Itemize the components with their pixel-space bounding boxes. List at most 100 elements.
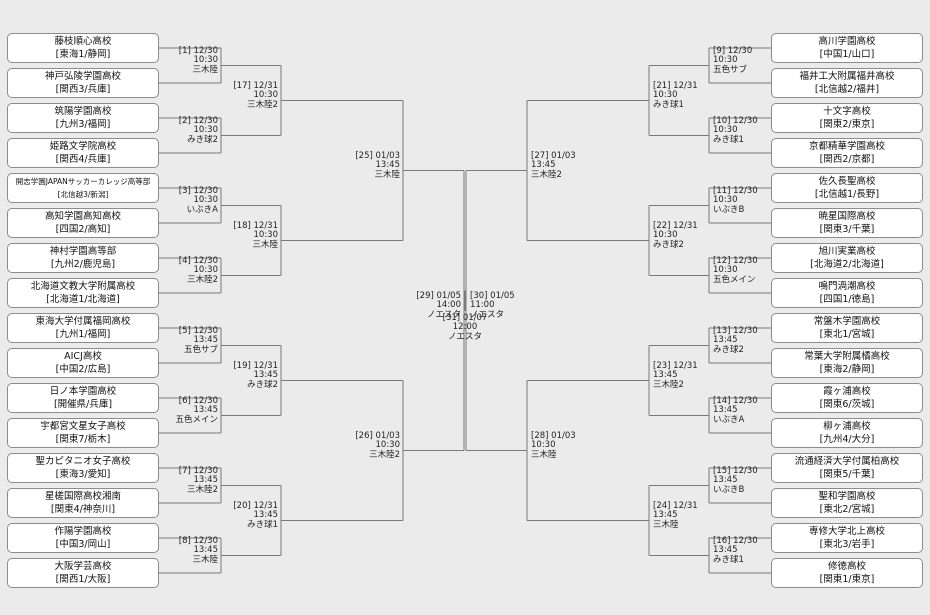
match-date: 12/31 — [253, 500, 279, 511]
team-region: [関東2/東京] — [819, 119, 875, 130]
team-name: 暁星国際高校 — [818, 211, 876, 222]
match-time: 13:45 — [193, 475, 219, 485]
team-name: 高知学園高知高校 — [44, 211, 121, 222]
match-time: 10:30 — [193, 265, 219, 275]
match-venue: 三木陸2 — [531, 169, 562, 180]
match-number-date: [5] 12/30 — [158, 325, 219, 337]
team-box: 専修大学北上高校[東北3/岩手] — [771, 523, 923, 553]
match-venue: 五色サブ — [713, 64, 748, 75]
match-number: [10] — [713, 115, 731, 126]
match-time: 10:30 — [253, 230, 279, 240]
match-time: 14:00 — [436, 300, 462, 310]
match-date: 01/03 — [551, 150, 576, 161]
team-box: 神村学園高等部[九州2/鹿児島] — [7, 243, 159, 273]
match-venue: 三木陸2 — [653, 379, 684, 390]
match-number-date: [24] 12/31 — [653, 501, 713, 512]
match-date: 12/31 — [253, 360, 279, 371]
match-venue: みき球1 — [653, 99, 684, 110]
match-date: 01/03 — [551, 430, 576, 441]
team-name: 作陽学園高校 — [54, 526, 112, 537]
match-venue: みき球2 — [653, 239, 684, 250]
team-name: 開志学園JAPANサッカーカレッジ高等部 — [15, 177, 151, 186]
match-number-date: [25] 01/03 — [340, 151, 400, 162]
match-venue: いぶきA — [713, 414, 745, 425]
match-date: 01/03 — [375, 430, 401, 441]
match-number-date: [9] 12/30 — [713, 46, 773, 57]
team-region: [関西4/兵庫] — [55, 154, 111, 165]
match-number: [11] — [713, 185, 731, 196]
match-date: 01/07 — [462, 312, 488, 323]
match-number: [27] — [531, 150, 549, 161]
team-box: 高川学園高校[中国1/山口] — [771, 33, 923, 63]
team-box: 京都精華学園高校[関西2/京都] — [771, 138, 923, 168]
match-time: 13:45 — [713, 405, 738, 415]
team-box: 作陽学園高校[中国3/岡山] — [7, 523, 159, 553]
team-box: 神戸弘陵学園高校[関西3/兵庫] — [7, 68, 159, 98]
match-number: [1] — [178, 45, 191, 56]
match-number-date: [30] 01/05 — [470, 290, 530, 302]
match-number-date: [3] 12/30 — [158, 186, 218, 197]
team-box: AICJ高校[中国2/広島] — [7, 348, 159, 378]
team-name: 修徳高校 — [827, 561, 866, 572]
match-venue: ノエスタ — [426, 309, 461, 320]
team-name: 専修大学北上高校 — [808, 526, 885, 537]
match-number-date: [13] 12/30 — [713, 326, 773, 337]
team-region: [東北1/宮城] — [819, 329, 875, 340]
match-venue: 三木陸2 — [247, 99, 278, 110]
match-time: 10:30 — [713, 125, 738, 135]
match-number: [4] — [178, 255, 191, 266]
match-number: [14] — [713, 395, 731, 406]
match-time: 13:45 — [713, 475, 738, 485]
team-name: 姫路文学院高校 — [49, 141, 117, 152]
team-region: [四国2/高知] — [55, 224, 111, 235]
match-venue: 三木陸 — [192, 554, 218, 565]
match-date: 12/30 — [193, 325, 219, 336]
match-venue: 三木陸 — [374, 169, 400, 180]
team-name: 東海大学付属福岡高校 — [35, 316, 131, 327]
match-number: [12] — [713, 255, 731, 266]
team-name: 旭川実業高校 — [818, 246, 876, 257]
team-region: [九州3/福岡] — [55, 119, 111, 130]
team-box: 霞ヶ浦高校[関東6/茨城] — [771, 383, 923, 413]
team-region: [東海1/静岡] — [55, 49, 111, 60]
match-venue: みき球2 — [247, 379, 278, 390]
match-date: 12/31 — [673, 80, 698, 91]
match-time: 10:30 — [253, 90, 279, 100]
match-number-date: [28] 01/03 — [531, 430, 591, 442]
team-box: 十文字高校[関東2/東京] — [771, 103, 923, 133]
team-region: [北信越1/長野] — [814, 189, 880, 200]
team-region: [関東4/神奈川] — [50, 504, 116, 515]
team-region: [東海2/静岡] — [819, 364, 875, 375]
team-name: 常盤木学園高校 — [813, 316, 881, 327]
match-number: [22] — [653, 220, 671, 231]
match-number-date: [1] 12/30 — [158, 45, 218, 57]
match-date: 12/30 — [193, 395, 219, 406]
match-date: 12/31 — [673, 360, 698, 371]
match-number: [17] — [233, 80, 251, 91]
match-number-date: [10] 12/30 — [713, 115, 773, 127]
team-region: [北海道2/北海道] — [810, 259, 884, 270]
team-box: 筑陽学園高校[九州3/福岡] — [7, 103, 159, 133]
match-number-date: [7] 12/30 — [158, 466, 218, 477]
match-date: 01/05 — [490, 290, 515, 301]
team-region: [東海3/愛知] — [55, 469, 111, 480]
match-venue: ノエスタ — [447, 331, 482, 342]
team-box: 常葉大学附属橘高校[東海2/静岡] — [771, 348, 923, 378]
team-name: 佐久長聖高校 — [818, 176, 876, 187]
team-box: 東海大学付属福岡高校 [九州1/福岡] — [7, 313, 159, 343]
team-region: [九州1/福岡] — [55, 329, 111, 340]
team-region: [関東7/栃木] — [55, 434, 111, 445]
team-name: 宇都宮文星女子高校 — [40, 421, 126, 432]
match-number-date: [11] 12/30 — [713, 185, 773, 197]
